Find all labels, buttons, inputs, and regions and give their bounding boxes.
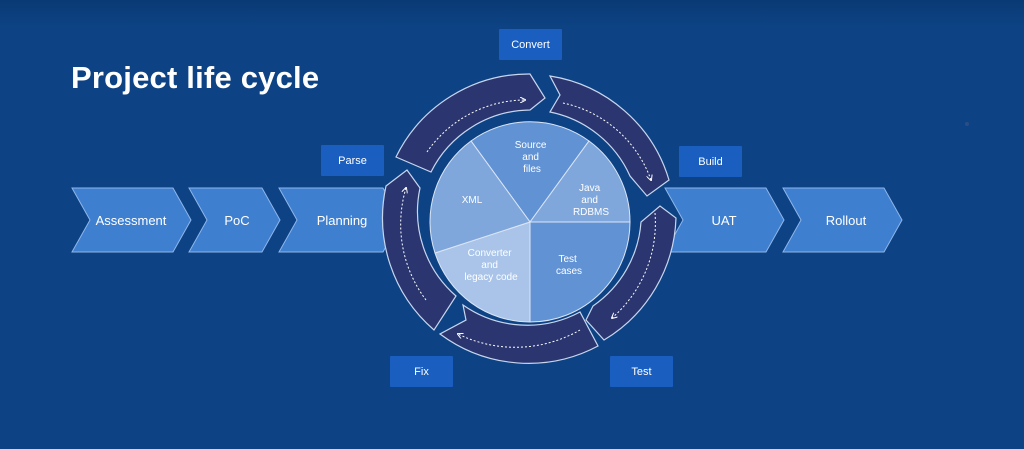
pie-label-test: Test cases [556,254,582,277]
chevron-rollout-label: Rollout [826,213,867,228]
pie-label-converter: Converter and legacy code [464,248,518,283]
chevron-planning-label: Planning [317,213,368,228]
tag-fix: Fix [390,356,453,387]
tag-parse: Parse [321,145,384,176]
ring-segment-test [585,205,677,341]
chevron-assessment: Assessment [71,187,192,253]
pie: Source and files Java and RDBMS Test cas… [429,121,631,323]
ring-segment-convert [395,73,546,173]
page-title: Project life cycle [71,60,320,95]
cycle-ring [381,73,677,364]
pie-label-source: Source and files [515,140,549,175]
ring-segment-parse [381,169,457,331]
pie-slice-xml [429,140,531,254]
pie-label-java: Java and RDBMS [573,183,609,218]
pie-slice-source [470,121,590,223]
chevron-uat: UAT [664,187,785,253]
chevron-planning: Planning [278,187,402,253]
pie-slice-java [529,140,631,223]
pie-slice-test [529,221,631,323]
decorative-dot [965,122,969,126]
chevron-uat-label: UAT [711,213,736,228]
pie-slice-converter [434,221,531,323]
tag-convert: Convert [499,29,562,60]
chevron-assessment-label: Assessment [96,213,167,228]
chevron-rollout: Rollout [782,187,903,253]
ring-segment-build [548,75,670,197]
top-band [0,0,1024,28]
chevron-poc: PoC [188,187,281,253]
chevron-poc-label: PoC [224,213,249,228]
tag-test: Test [610,356,673,387]
ring-segment-fix [438,303,599,364]
tag-build: Build [679,146,742,177]
pie-label-xml: XML [462,195,483,206]
